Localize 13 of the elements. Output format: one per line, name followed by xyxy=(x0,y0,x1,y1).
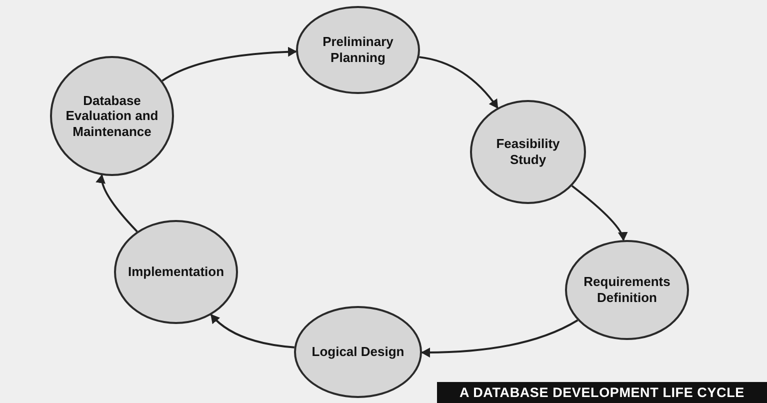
stage-label: Implementation xyxy=(126,264,226,280)
stage-label: Feasibility Study xyxy=(495,136,561,168)
arrow xyxy=(421,319,578,358)
stage-label: Logical Design xyxy=(310,344,406,360)
stage-label: Requirements Definition xyxy=(582,274,672,306)
arrow xyxy=(162,46,298,82)
arrow xyxy=(96,174,138,232)
stage-label: Database Evaluation and Maintenance xyxy=(64,92,160,140)
arrow xyxy=(571,185,627,242)
arrow xyxy=(419,56,498,109)
arrow xyxy=(210,314,294,348)
caption: A DATABASE DEVELOPMENT LIFE CYCLE xyxy=(437,382,767,403)
stage-label: Preliminary Planning xyxy=(322,34,394,66)
